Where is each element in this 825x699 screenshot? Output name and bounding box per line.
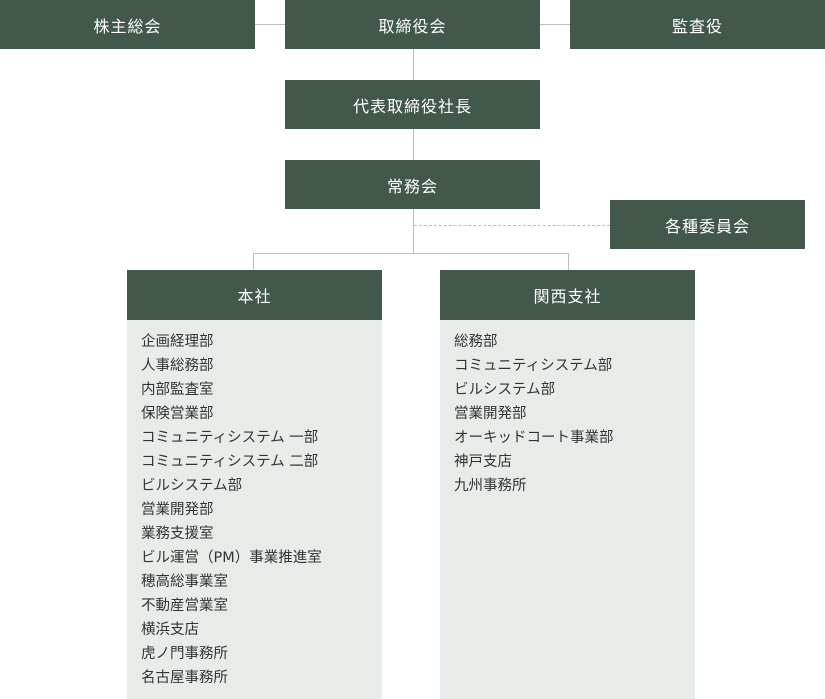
connector-head-office: [253, 253, 254, 270]
list-item: 横浜支店: [141, 622, 199, 638]
list-item: 穂高総事業室: [141, 574, 228, 590]
list-item: 人事総務部: [141, 358, 214, 374]
list-item: コミュニティシステム 二部: [141, 454, 319, 470]
list-item: 保険営業部: [141, 406, 214, 422]
kansai-departments-panel: 総務部 コミュニティシステム部 ビルシステム部 営業開発部 オーキッドコート事業…: [440, 320, 695, 699]
list-item: 企画経理部: [141, 334, 214, 350]
shareholders-meeting-box: 株主総会: [0, 0, 255, 49]
list-item: 営業開発部: [454, 406, 527, 422]
connector-shareholders-board: [255, 24, 285, 25]
list-item: 九州事務所: [454, 478, 527, 494]
list-item: コミュニティシステム部: [454, 358, 613, 374]
connector-horizontal-branches: [253, 253, 569, 254]
list-item: 内部監査室: [141, 382, 214, 398]
connector-executive-branches: [413, 209, 414, 253]
list-item: 営業開発部: [141, 502, 214, 518]
connector-president-executive: [413, 129, 414, 160]
head-office-departments-panel: 企画経理部 人事総務部 内部監査室 保険営業部 コミュニティシステム 一部 コミ…: [127, 320, 382, 699]
board-of-directors-box: 取締役会: [285, 0, 540, 49]
auditor-box: 監査役: [570, 0, 825, 49]
list-item: 総務部: [454, 334, 498, 350]
executive-committee-box: 常務会: [285, 160, 540, 209]
head-office-box: 本社: [127, 270, 382, 320]
connector-board-president: [413, 49, 414, 80]
list-item: ビル運営（PM）事業推進室: [141, 550, 322, 566]
list-item: 業務支援室: [141, 526, 214, 542]
list-item: ビルシステム部: [141, 478, 243, 494]
connector-board-auditor: [540, 24, 570, 25]
kansai-department-list: 総務部 コミュニティシステム部 ビルシステム部 営業開発部 オーキッドコート事業…: [454, 330, 695, 498]
committees-box: 各種委員会: [610, 200, 805, 249]
kansai-branch-box: 関西支社: [440, 270, 695, 320]
list-item: 名古屋事務所: [141, 670, 228, 686]
connector-committees: [414, 225, 610, 226]
list-item: コミュニティシステム 一部: [141, 430, 319, 446]
head-office-department-list: 企画経理部 人事総務部 内部監査室 保険営業部 コミュニティシステム 一部 コミ…: [141, 330, 382, 690]
list-item: 虎ノ門事務所: [141, 646, 228, 662]
list-item: 不動産営業室: [141, 598, 228, 614]
list-item: オーキッドコート事業部: [454, 430, 614, 446]
connector-kansai: [568, 253, 569, 270]
list-item: ビルシステム部: [454, 382, 556, 398]
president-box: 代表取締役社長: [285, 80, 540, 129]
list-item: 神戸支店: [454, 454, 512, 470]
